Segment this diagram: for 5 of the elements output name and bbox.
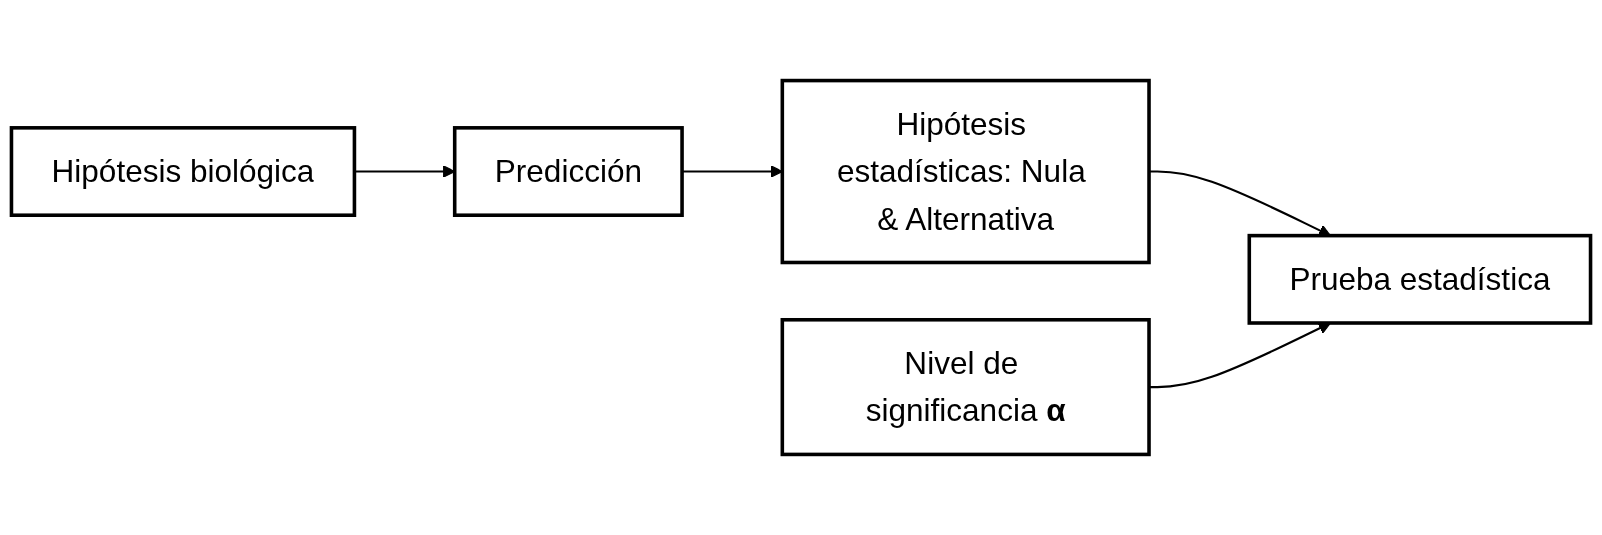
node-box: Predicción (452, 126, 684, 217)
node-box: Hipótesis estadísticas: Nula & Alternativa (780, 78, 1151, 265)
node-box: Prueba estadística (1247, 233, 1593, 325)
node-box: Nivel de significancia α (780, 318, 1151, 457)
node-box: Hipótesis biológica (9, 126, 357, 217)
